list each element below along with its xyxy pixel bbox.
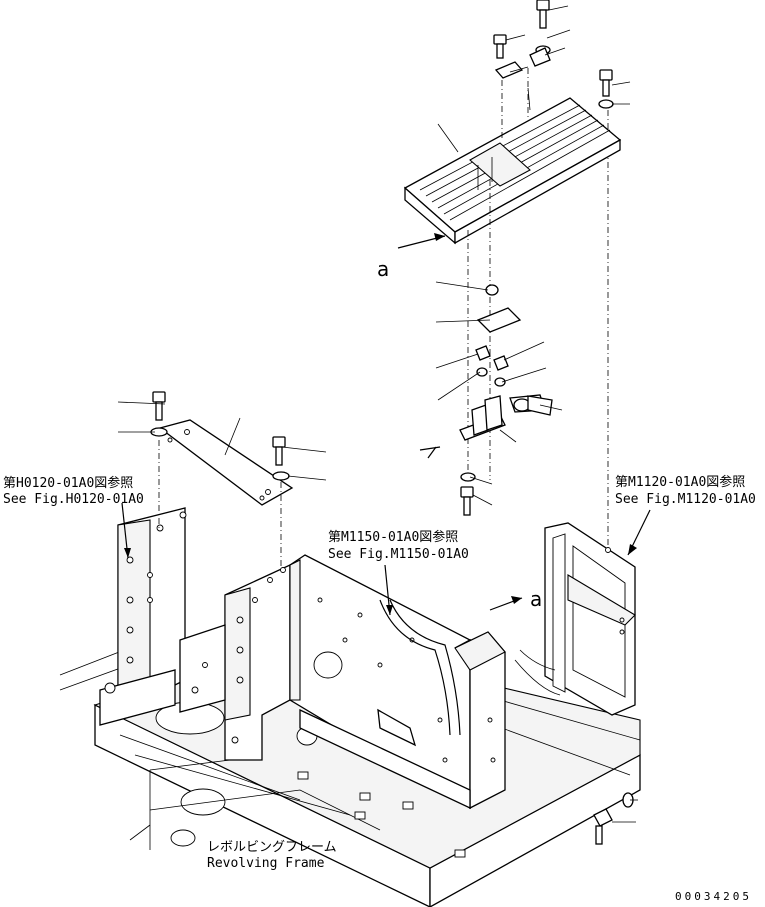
label-h0120-en: See Fig.H0120-01A0 [3,492,144,507]
drawing-number: 00034205 [675,890,752,903]
middle-bracket [179,563,291,761]
label-m1120-jp: 第M1120-01A0図参照 [615,474,745,490]
view-a-label-left: a [377,257,389,281]
label-frame-en: Revolving Frame [207,856,325,871]
label-m1150-jp: 第M1150-01A0図参照 [328,529,458,545]
left-bracket [99,507,187,726]
step-plate [403,97,622,245]
console-panel [289,554,506,810]
label-h0120-jp: 第H0120-01A0図参照 [3,475,133,491]
bottom-bolt [593,792,634,845]
label-m1120-en: See Fig.M1120-01A0 [615,492,756,507]
leader-lines [117,5,638,841]
label-frame-jp: レボルビングフレーム [207,840,337,855]
cover-plate [158,419,294,506]
right-frame [514,110,636,716]
view-a-label-right: a [530,587,542,611]
label-m1150-en: See Fig.M1150-01A0 [328,547,469,562]
top-fasteners [493,0,614,140]
left-bolts [150,391,290,568]
latch-assembly [419,180,553,516]
view-arrows [121,233,651,616]
